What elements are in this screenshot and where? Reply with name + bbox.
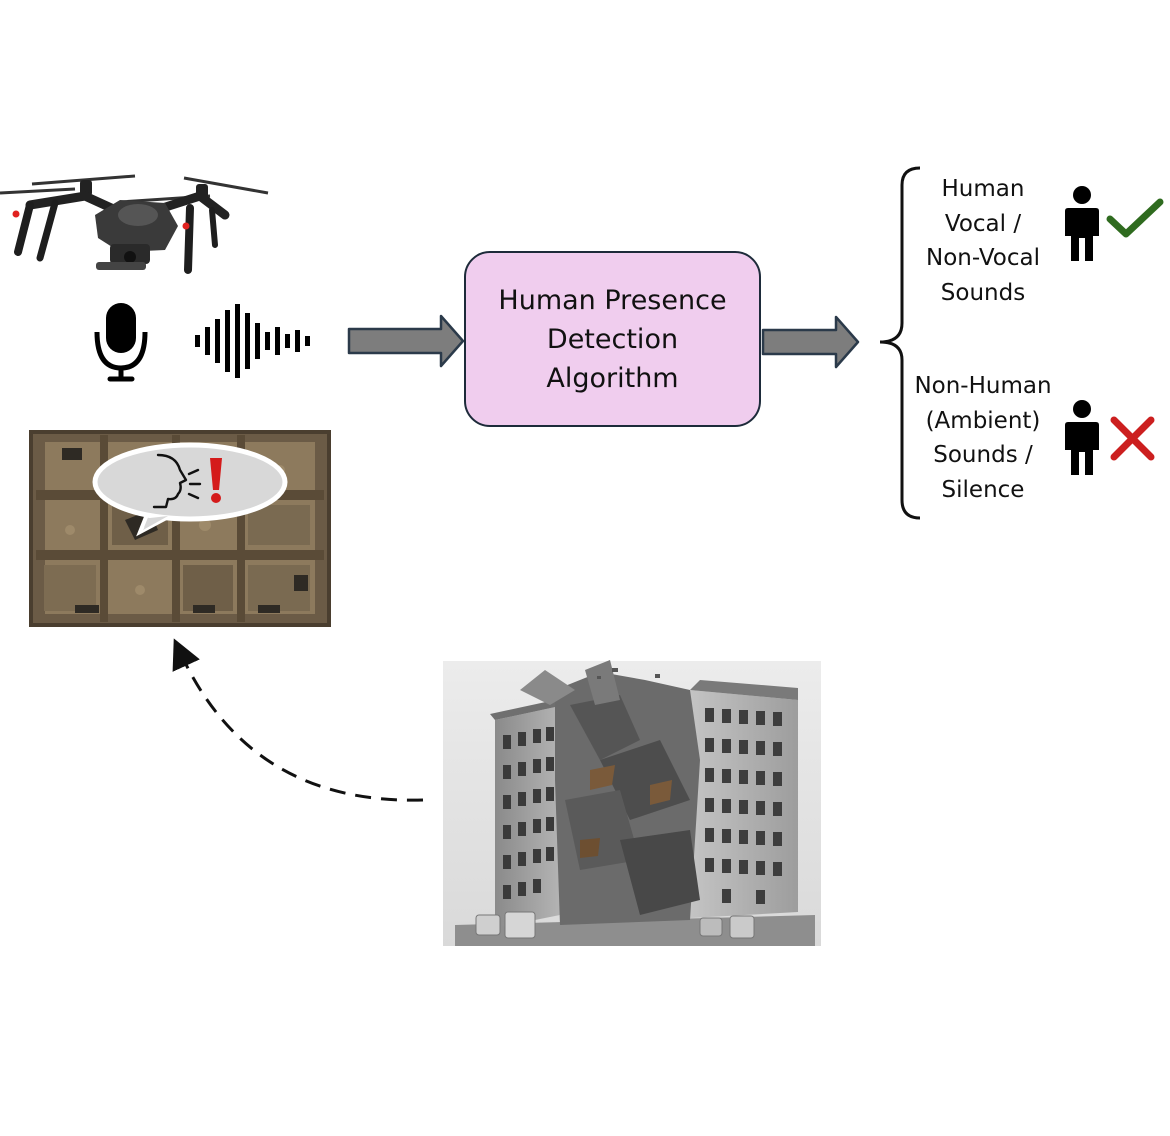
algorithm-label: Human Presence Detection Algorithm (498, 284, 727, 394)
output-arrow (761, 315, 860, 369)
checkmark-icon (1106, 198, 1164, 238)
speaking-face-icon (152, 453, 202, 509)
speech-bubble-icon (92, 442, 288, 537)
microphone-icon (94, 303, 148, 382)
input-arrow (347, 314, 465, 368)
algorithm-box: Human Presence Detection Algorithm (464, 251, 761, 427)
output-brace (879, 166, 921, 520)
output-nonhuman-label: Non-Human (Ambient) Sounds / Silence (914, 373, 1052, 503)
person-icon (1065, 400, 1099, 475)
exclamation-icon (210, 458, 222, 503)
person-icon (1065, 186, 1099, 261)
output-human-label: Human Vocal / Non-Vocal Sounds (926, 176, 1040, 306)
sound-wave-icon (195, 304, 310, 378)
cross-icon (1110, 416, 1155, 461)
dashed-feedback-arrow (172, 638, 424, 802)
collapsed-building-image (443, 660, 821, 946)
drone-icon (0, 174, 269, 274)
